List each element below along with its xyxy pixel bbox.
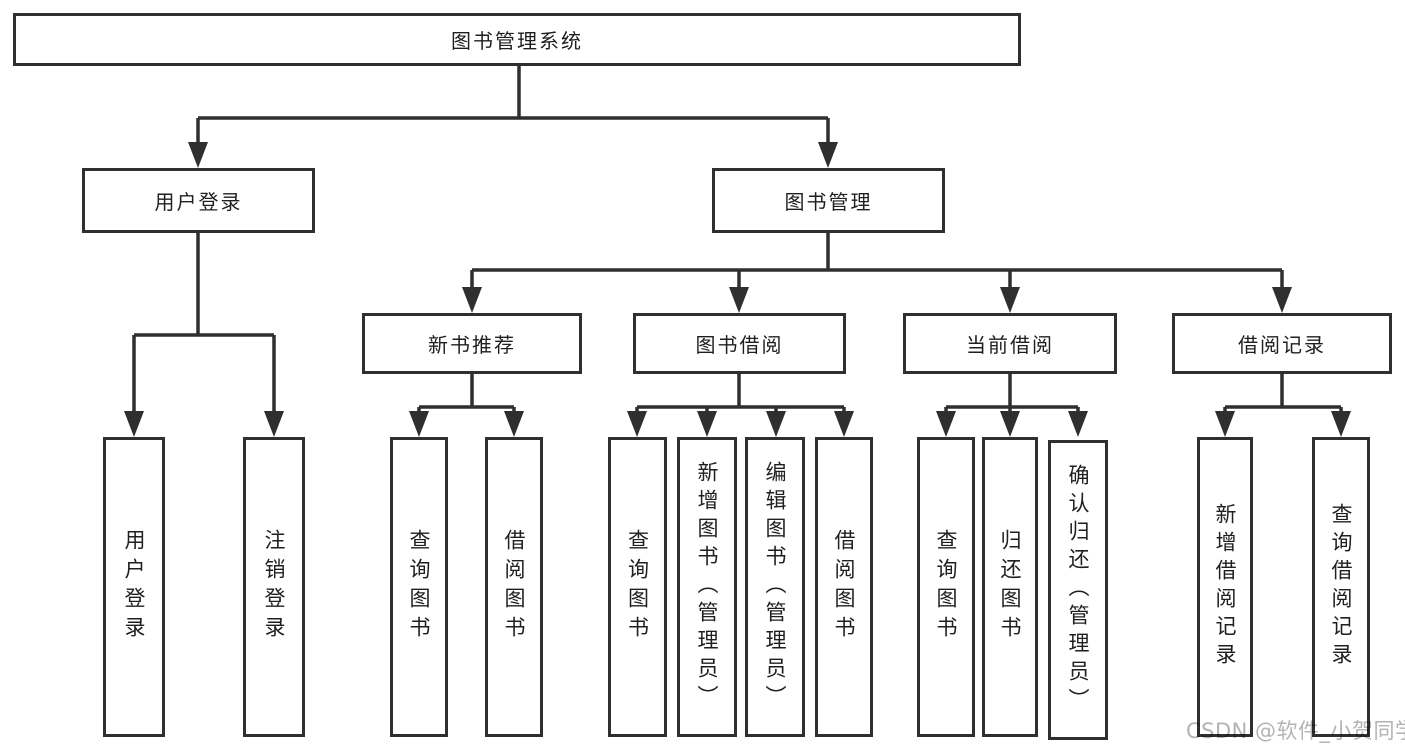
node-borrow-books-borrowing: 借阅图书: [815, 437, 873, 737]
node-query-books-recommend: 查询图书: [390, 437, 448, 737]
node-confirm-return-admin: 确认归还（管理员）: [1048, 440, 1108, 740]
node-new-book-recommendation: 新书推荐: [362, 313, 582, 374]
node-query-books-borrowing: 查询图书: [608, 437, 667, 737]
node-return-books: 归还图书: [982, 437, 1038, 737]
node-edit-books-admin: 编辑图书（管理员）: [745, 437, 805, 737]
node-query-books-current: 查询图书: [917, 437, 975, 737]
node-current-borrowing: 当前借阅: [903, 313, 1117, 374]
node-borrowing-records: 借阅记录: [1172, 313, 1392, 374]
node-add-borrow-record: 新增借阅记录: [1197, 437, 1253, 737]
node-query-borrow-record: 查询借阅记录: [1312, 437, 1370, 737]
node-borrow-books-recommend: 借阅图书: [485, 437, 543, 737]
node-logout-leaf: 注销登录: [243, 437, 305, 737]
node-book-borrowing: 图书借阅: [633, 313, 846, 374]
node-book-management: 图书管理: [712, 168, 945, 233]
node-library-management-system: 图书管理系统: [13, 13, 1021, 66]
watermark: CSDN @软件_小贺同学: [1186, 719, 1405, 743]
node-user-login-leaf: 用户登录: [103, 437, 165, 737]
node-user-login: 用户登录: [82, 168, 315, 233]
node-add-books-admin: 新增图书（管理员）: [677, 437, 737, 737]
